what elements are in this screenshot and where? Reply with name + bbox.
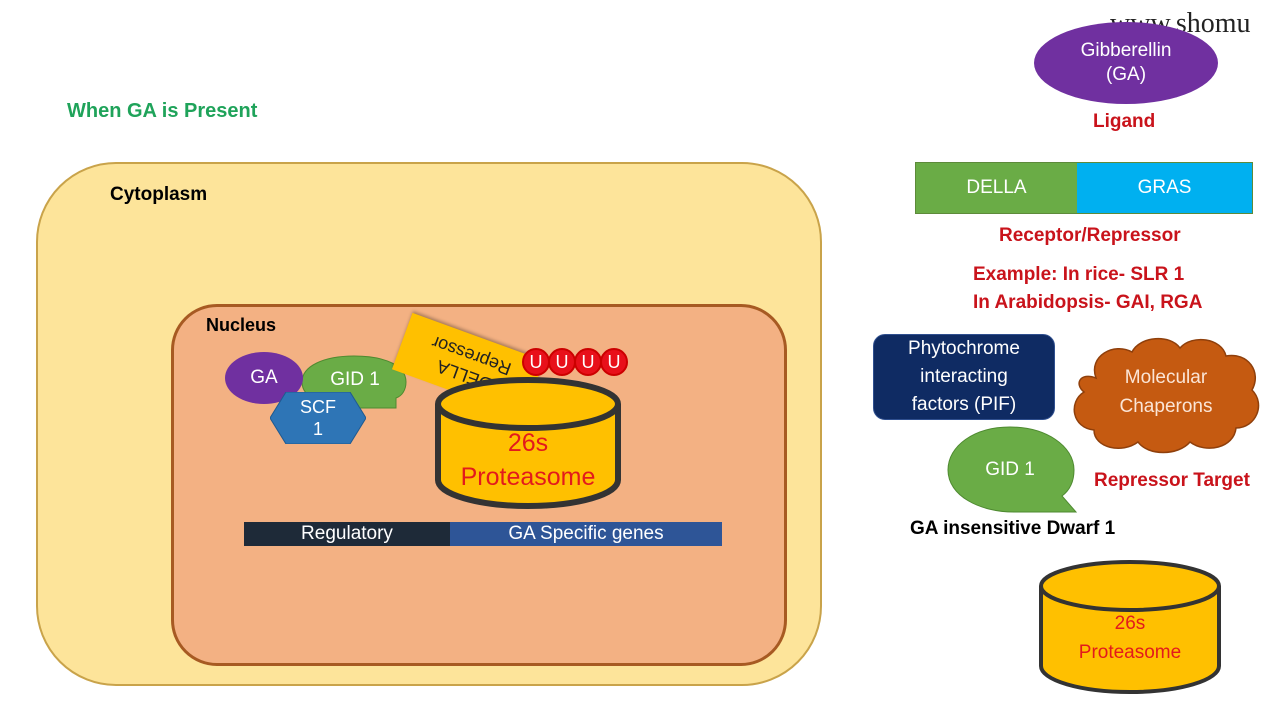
ligand-label: Ligand xyxy=(1093,111,1156,132)
gid1-legend-label: GID 1 xyxy=(985,459,1035,480)
repressor-target-label: Repressor Target xyxy=(1094,470,1250,491)
della-domain: DELLA xyxy=(916,163,1077,213)
regulatory-region: Regulatory xyxy=(244,522,450,546)
nucleus-label: Nucleus xyxy=(206,315,277,335)
legend-proteasome-cylinder-icon xyxy=(1039,560,1221,694)
example-line1: Example: In rice- SLR 1 xyxy=(973,264,1185,285)
gibberellin-oval: Gibberellin(GA) xyxy=(1034,22,1218,104)
ubiquitin: U xyxy=(574,348,602,376)
ubiquitin-chain: U U U U xyxy=(522,348,628,376)
ubiquitin: U xyxy=(522,348,550,376)
gid1-legend-bubble-icon xyxy=(947,426,1078,513)
ga-label: GA xyxy=(250,367,278,388)
ga-specific-genes: GA Specific genes xyxy=(450,522,722,546)
gene-bar: Regulatory GA Specific genes xyxy=(244,522,722,546)
ubiquitin: U xyxy=(600,348,628,376)
gras-domain: GRAS xyxy=(1077,163,1252,213)
example-line2: In Arabidopsis- GAI, RGA xyxy=(973,292,1203,313)
gid1-fullname-label: GA insensitive Dwarf 1 xyxy=(910,518,1116,539)
page-title: When GA is Present xyxy=(67,100,258,122)
cytoplasm-label: Cytoplasm xyxy=(110,184,208,205)
proteasome-cylinder-icon xyxy=(435,377,621,509)
ubiquitin: U xyxy=(548,348,576,376)
scf1-hexagon-icon xyxy=(270,392,366,444)
chaperon-cloud-icon xyxy=(1073,337,1260,454)
della-gras-bar: DELLA GRAS xyxy=(915,162,1253,214)
gid1-label: GID 1 xyxy=(330,369,380,390)
receptor-label: Receptor/Repressor xyxy=(999,225,1181,246)
